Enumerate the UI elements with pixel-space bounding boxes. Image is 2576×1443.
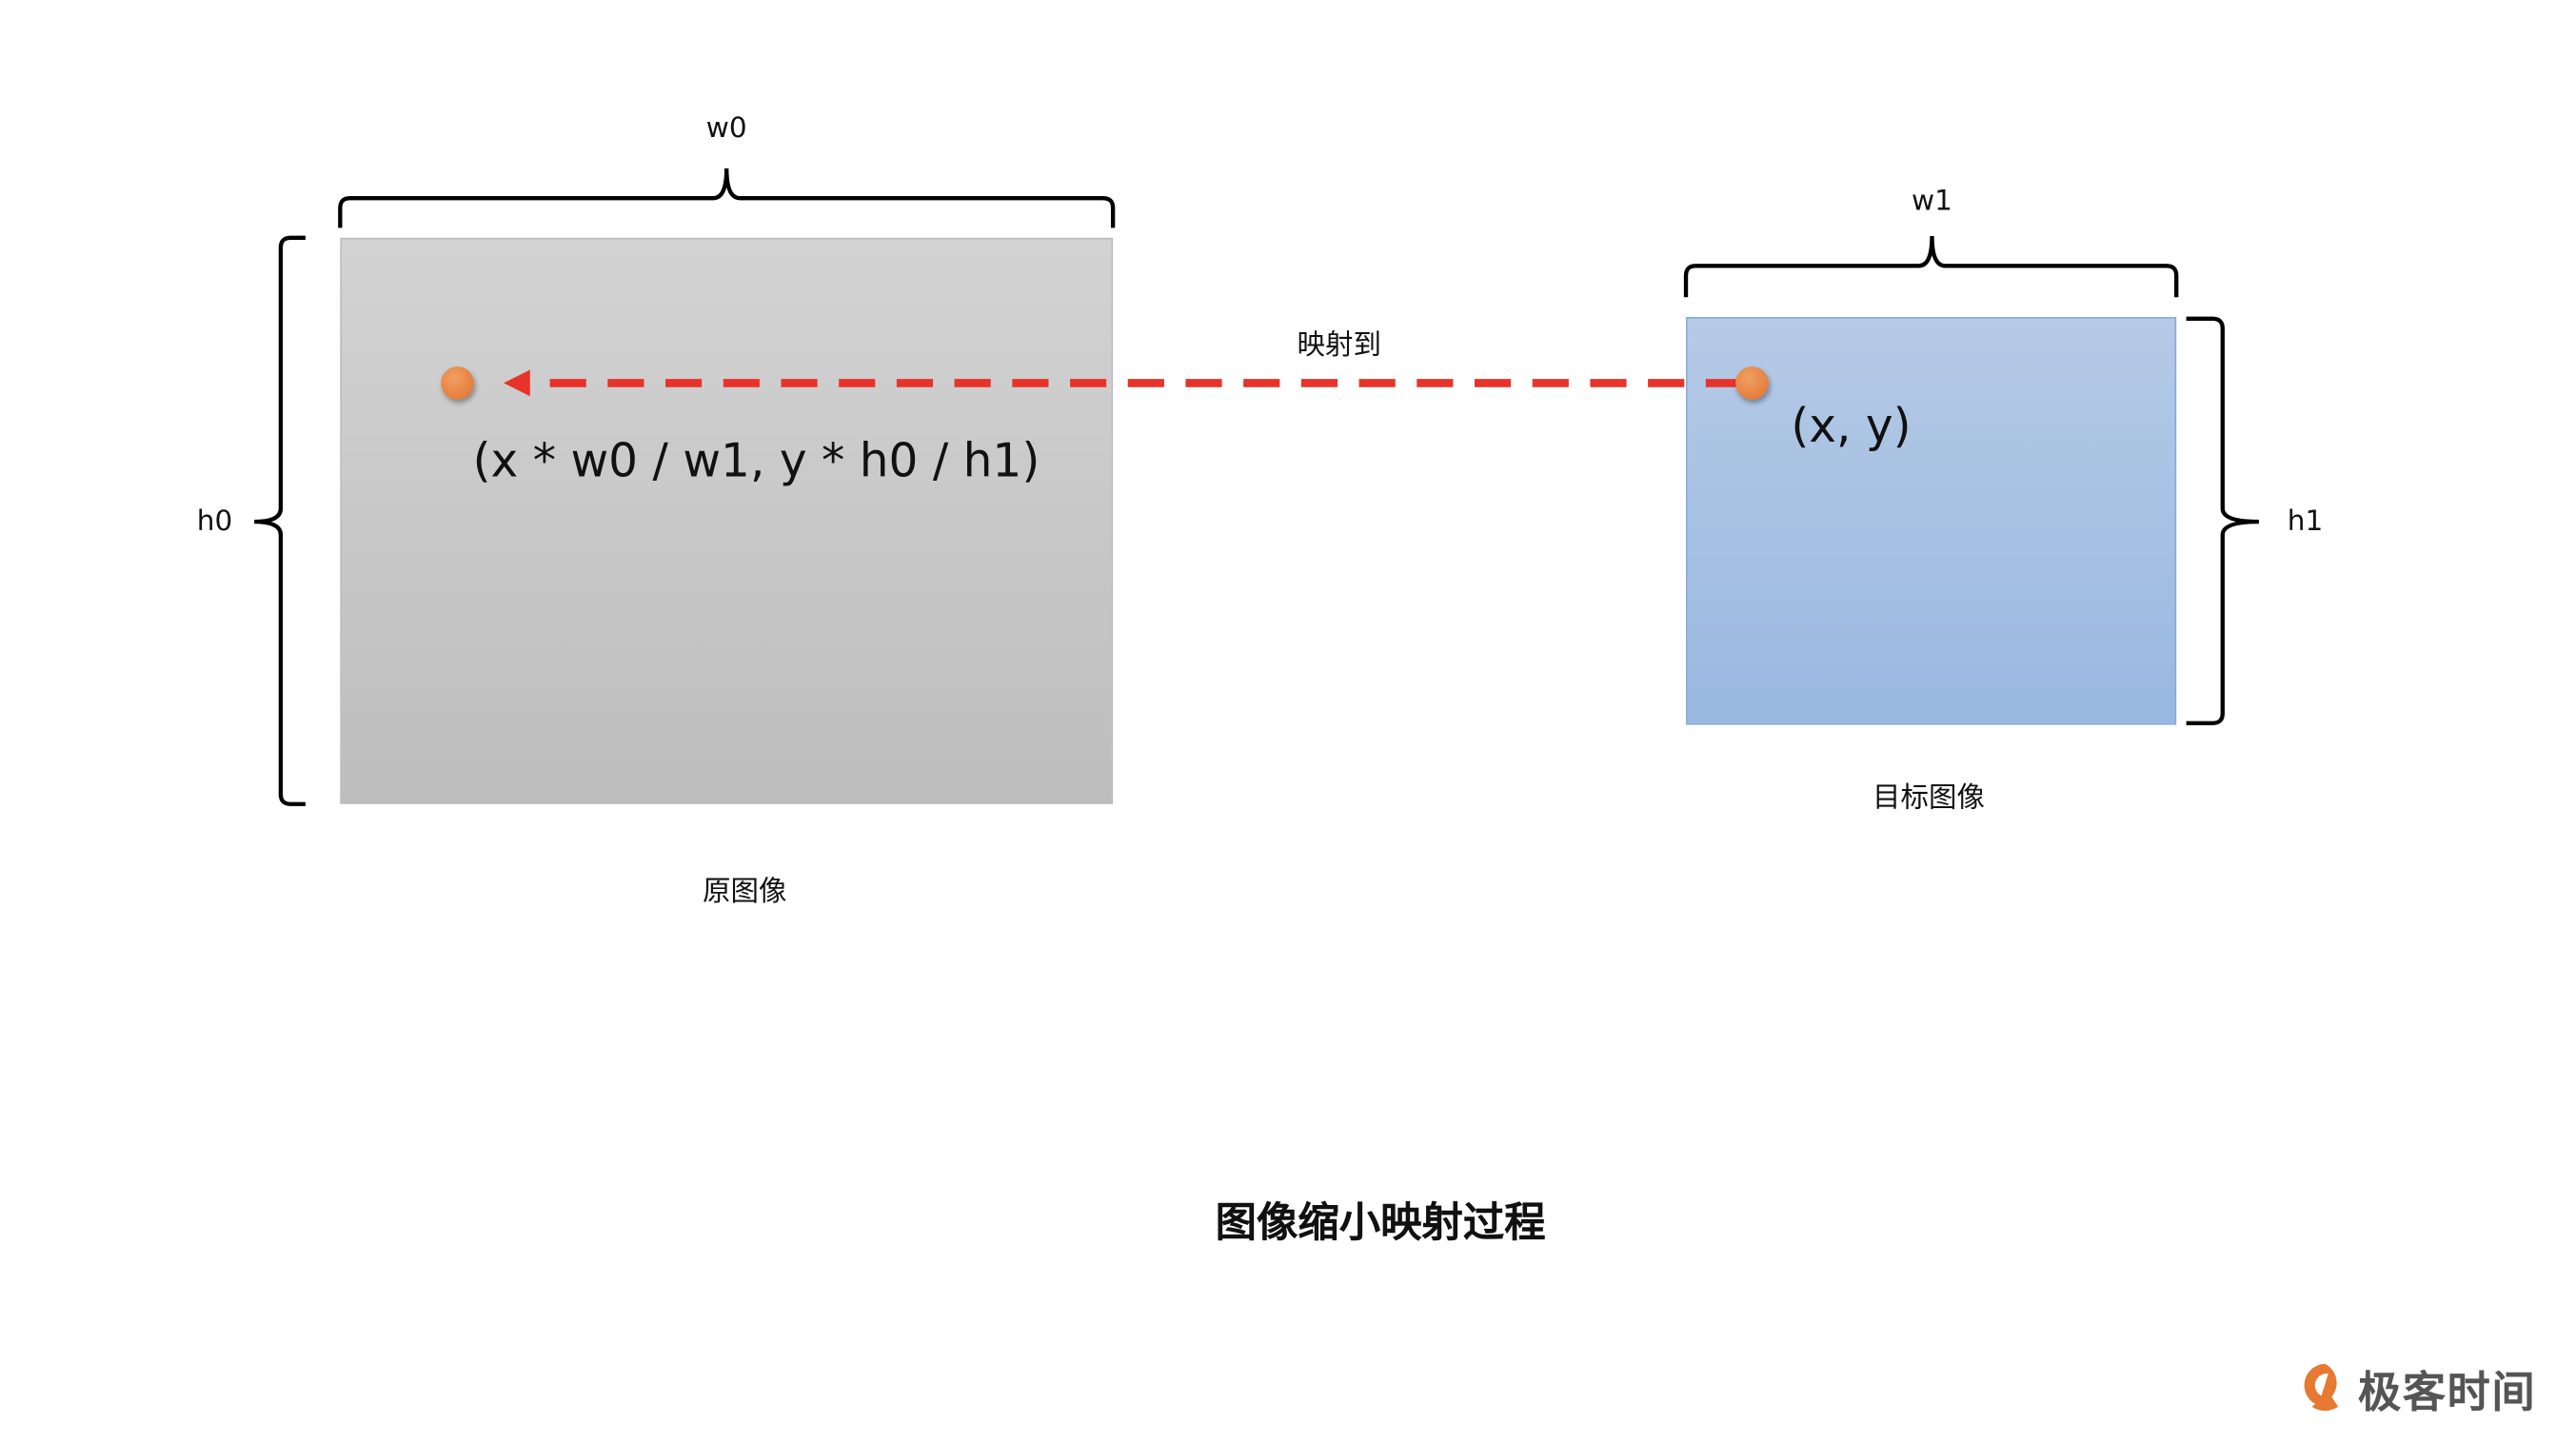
w0-brace — [338, 168, 1116, 228]
w1-brace — [1683, 236, 2179, 298]
geektime-logo: 极客时间 — [2299, 1359, 2537, 1420]
target-caption: 目标图像 — [1873, 781, 1985, 816]
arrow-head-icon — [504, 369, 530, 397]
h0-brace — [254, 235, 306, 806]
logo-text: 极客时间 — [2358, 1368, 2537, 1419]
source-formula: (x * w0 / w1, y * h0 / h1) — [472, 433, 1040, 488]
diagram-title: 图像缩小映射过程 — [1215, 1198, 1546, 1247]
w1-label: w1 — [1912, 185, 1952, 218]
target-point-label: (x, y) — [1791, 398, 1912, 454]
mapping-label: 映射到 — [1297, 329, 1381, 363]
w0-label: w0 — [705, 111, 747, 146]
source-image-rect — [340, 237, 1114, 804]
source-point — [441, 366, 474, 400]
h0-label: h0 — [196, 504, 233, 539]
source-caption: 原图像 — [703, 876, 787, 909]
h1-brace — [2186, 316, 2259, 725]
geektime-logo-icon — [2304, 1362, 2339, 1411]
h1-label: h1 — [2287, 504, 2324, 539]
target-point — [1735, 366, 1769, 400]
